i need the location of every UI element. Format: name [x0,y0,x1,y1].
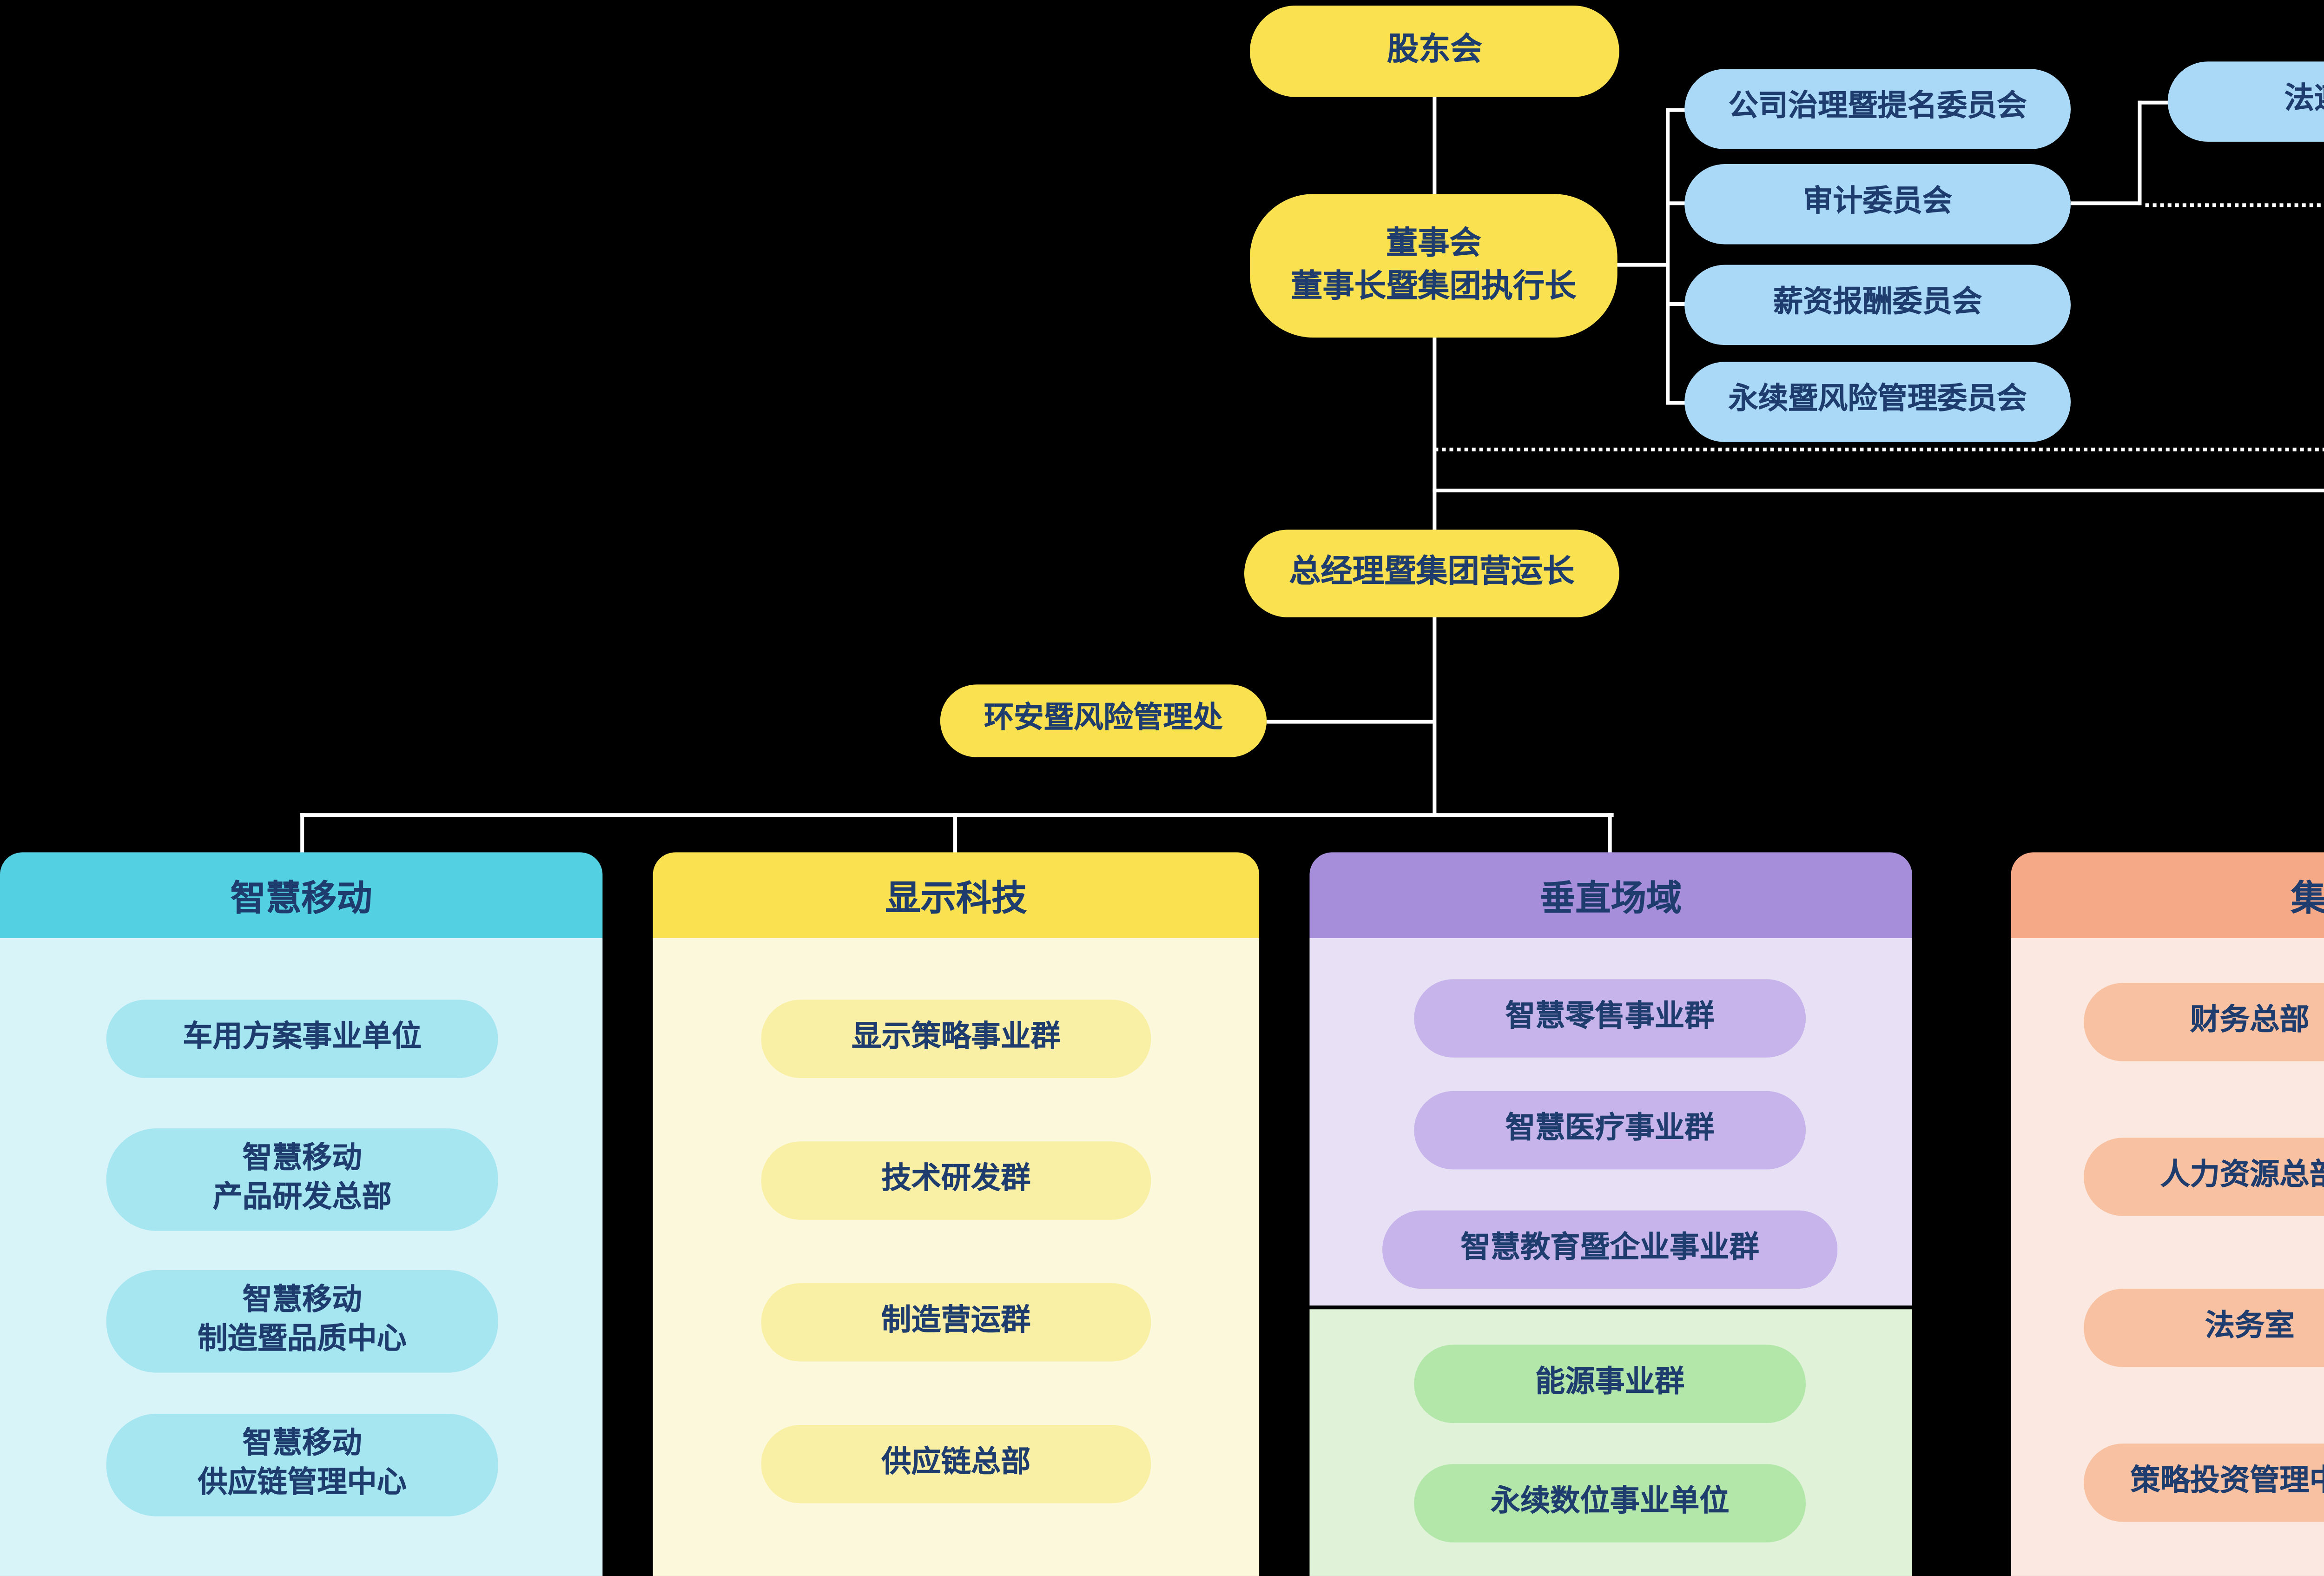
connector-support-branch-h [1433,489,2324,493]
unit-display-strategy-group: 显示策略事业群 [761,1000,1151,1078]
division-group-support-header: 集团营运支援单位 [2011,852,2324,938]
unit-automotive-solutions: 车用方案事业单位 [106,1000,498,1078]
unit-product-rd-hq: 智慧移动 产品研发总部 [106,1128,498,1231]
dotted-audit-right [2145,203,2324,207]
committee-governance-nomination: 公司治理暨提名委员会 [1684,69,2071,149]
unit-manufacturing-quality-center: 智慧移动 制造暨品质中心 [106,1270,498,1373]
stub-division-2 [953,813,957,854]
stub-committee-4 [1666,401,1689,405]
unit-smart-retail-group: 智慧零售事业群 [1414,979,1806,1058]
connector-ehs [1267,720,1435,724]
unit-smart-education-enterprise-group: 智慧教育暨企业事业群 [1382,1210,1838,1289]
committee-compensation: 薪资报酬委员会 [1684,265,2071,345]
division-smart-mobility-header: 智慧移动 [0,852,603,938]
committee-audit: 审计委员会 [1684,164,2071,245]
stub-committee-2 [1666,201,1689,205]
division-vertical-domains-header: 垂直场域 [1309,852,1912,938]
dotted-compliance-to-coo [1434,447,2324,451]
node-chief-compliance-counsel: 法遵总顾问 [2167,61,2324,142]
committee-sustainability-risk: 永续暨风险管理委员会 [1684,362,2071,442]
division-display-tech-header: 显示科技 [653,852,1260,938]
connector-audit-compliance-v [2138,100,2142,205]
stub-division-1 [300,813,304,854]
stub-committee-1 [1666,108,1689,112]
node-shareholders-meeting: 股东会 [1250,6,1619,97]
stub-division-3 [1608,813,1612,854]
unit-smart-medical-group: 智慧医疗事业群 [1414,1091,1806,1170]
unit-finance-hq: 财务总部 [2084,983,2324,1061]
connector-audit-compliance-h [2070,201,2142,205]
node-president-coo: 总经理暨集团营运长 [1244,530,1619,617]
unit-hr-hq: 人力资源总部 [2084,1138,2324,1216]
unit-strategic-investment-center: 策略投资管理中心 [2084,1444,2324,1522]
stub-committee-3 [1666,302,1689,306]
connector-board-coo [1433,336,1437,532]
unit-manufacturing-ops-group: 制造营运群 [761,1283,1151,1362]
connector-board-committees [1615,263,1668,267]
unit-energy-group: 能源事业群 [1414,1344,1806,1424]
committee-bracket [1666,108,1670,405]
node-board-chairman-ceo: 董事会 董事长暨集团执行长 [1250,194,1618,338]
unit-tech-rd-group: 技术研发群 [761,1141,1151,1220]
unit-sustainable-digital-unit: 永续数位事业单位 [1414,1464,1806,1543]
unit-legal-office: 法务室 [2084,1289,2324,1367]
connector-compliance-stub [2138,100,2172,105]
connector-coo-divisions [1433,615,1437,817]
distribution-line [300,813,1614,817]
connector-shareholders-board [1433,97,1437,196]
unit-supply-chain-hq: 供应链总部 [761,1425,1151,1503]
node-ehs-risk-office: 环安暨风险管理处 [940,684,1267,757]
unit-supply-chain-center: 智慧移动 供应链管理中心 [106,1413,498,1516]
